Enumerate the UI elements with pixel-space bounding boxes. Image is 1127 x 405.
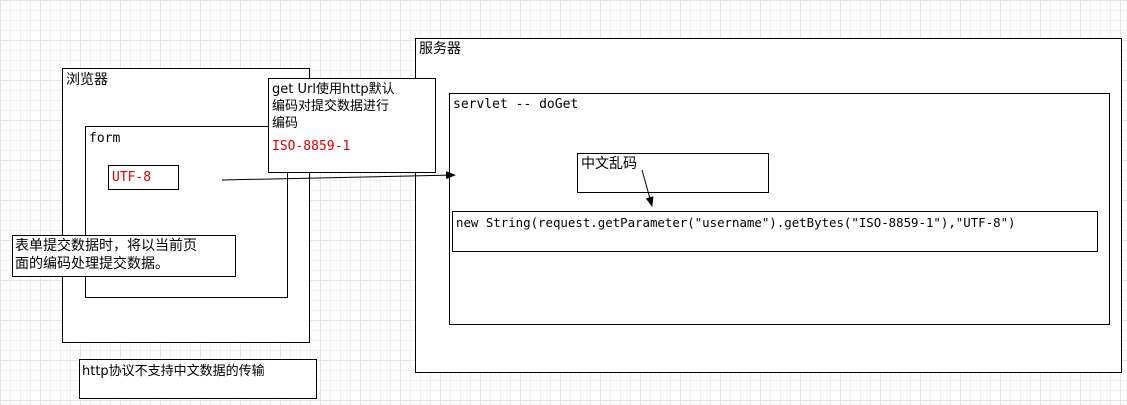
get-encoding-value: ISO-8859-1 (272, 139, 351, 154)
servlet-title: servlet -- doGet (453, 97, 579, 112)
fix-code-text: new String(request.getParameter("usernam… (456, 215, 1016, 230)
browser-title: 浏览器 (66, 72, 108, 88)
form-title: form (89, 131, 121, 146)
form-charset-box (108, 165, 179, 190)
form-submit-note-line1: 表单提交数据时，将以当前页 (15, 238, 197, 254)
form-submit-note-line2: 面的编码处理提交数据。 (15, 256, 169, 272)
get-encoding-note (268, 78, 436, 173)
server-title: 服务器 (419, 41, 461, 57)
form-submit-note (12, 235, 236, 277)
form-charset-label: UTF-8 (112, 170, 152, 185)
garbled-text-note (577, 153, 769, 193)
servlet-box (449, 93, 1110, 325)
get-encoding-note-line3: 编码 (272, 116, 299, 131)
get-encoding-note-line2: 编码对提交数据进行 (272, 99, 390, 114)
http-protocol-note (79, 359, 317, 399)
garbled-text-label: 中文乱码 (581, 156, 637, 172)
fix-code-box (452, 211, 1098, 252)
http-protocol-note-text: http协议不支持中文数据的传输 (82, 364, 265, 379)
get-encoding-note-line1: get Url使用http默认 (272, 82, 395, 97)
